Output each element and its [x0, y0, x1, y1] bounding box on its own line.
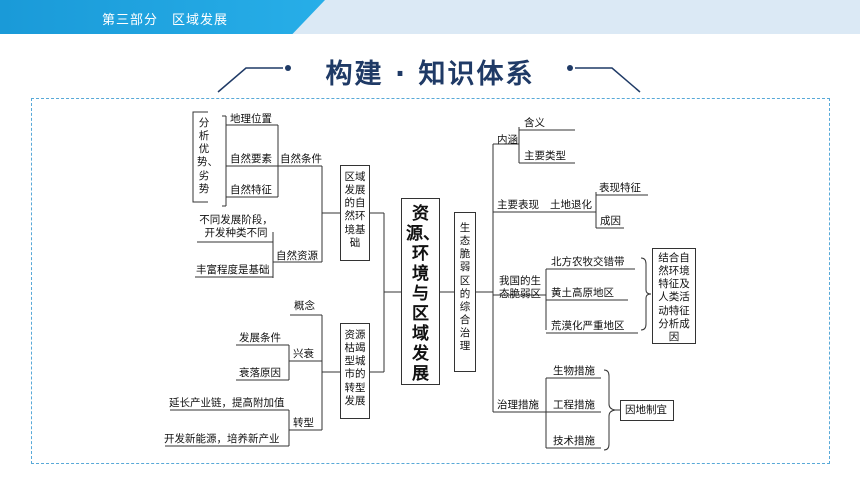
natural-basis-label: 区域发展的自然环境基础 — [344, 171, 366, 249]
section-tab[interactable] — [0, 0, 325, 34]
combine-note: 结合自然环境特征及人类活动特征分析成因 — [658, 252, 690, 343]
location-label: 地理位置 — [230, 113, 272, 125]
land-degradation-label: 土地退化 — [550, 199, 592, 211]
meaning-label: 含义 — [524, 117, 545, 129]
new-energy-label: 开发新能源，培养新产业 — [164, 433, 280, 445]
resource-city-label: 资源枯竭型城市的转型发展 — [344, 329, 366, 407]
concept-label: 概念 — [294, 300, 315, 312]
eco-fragile-box — [454, 212, 476, 372]
combine-note-box — [652, 248, 696, 344]
rise-fall-label: 兴衰 — [293, 348, 314, 360]
extend-chain-label: 延长产业链，提高附加值 — [169, 397, 285, 409]
governance-label: 治理措施 — [497, 399, 539, 411]
eco-fragile-label: 生态脆弱区的综合治理 — [459, 222, 471, 353]
causes-label: 成因 — [600, 215, 621, 227]
section-title: 第三部分 区域发展 — [102, 13, 229, 28]
page-title: 构建 · 知识体系 — [325, 59, 535, 90]
main-types-label: 主要类型 — [524, 150, 566, 162]
natural-resources-label: 自然资源 — [276, 250, 318, 262]
dev-conditions-label: 发展条件 — [239, 332, 281, 344]
natural-elements-label: 自然要素 — [230, 153, 272, 165]
north-ecotone-label: 北方农牧交错带 — [551, 256, 625, 268]
decline-causes-label: 衰落原因 — [239, 367, 281, 379]
bio-label: 生物措施 — [553, 365, 595, 377]
features-label: 表现特征 — [599, 182, 641, 194]
china-fragile-label: 我国的生态脆弱区 — [499, 275, 541, 301]
title-decoration — [217, 65, 641, 93]
diagram-frame — [31, 98, 830, 464]
engineering-label: 工程措施 — [553, 399, 595, 411]
tech-label: 技术措施 — [553, 435, 595, 447]
natural-basis-box — [340, 165, 370, 261]
analysis-note: 分析优势、劣势 — [197, 117, 218, 195]
transformation-label: 转型 — [293, 417, 314, 429]
natural-conditions-label: 自然条件 — [280, 153, 322, 165]
manifestation-label: 主要表现 — [497, 199, 539, 211]
center-box — [401, 198, 440, 385]
stage-note: 不同发展阶段，开发种类不同 — [199, 214, 273, 240]
local-label: 因地制宜 — [625, 404, 667, 416]
local-box — [620, 400, 674, 421]
center-topic: 资源、环境与区域发展 — [406, 204, 440, 385]
natural-features-label: 自然特征 — [230, 184, 272, 196]
loess-label: 黄土高原地区 — [551, 287, 614, 299]
desert-label: 荒漠化严重地区 — [551, 320, 625, 332]
connotation-label: 内涵 — [497, 134, 518, 146]
richness-label: 丰富程度是基础 — [196, 264, 270, 276]
resource-city-box — [340, 323, 370, 419]
